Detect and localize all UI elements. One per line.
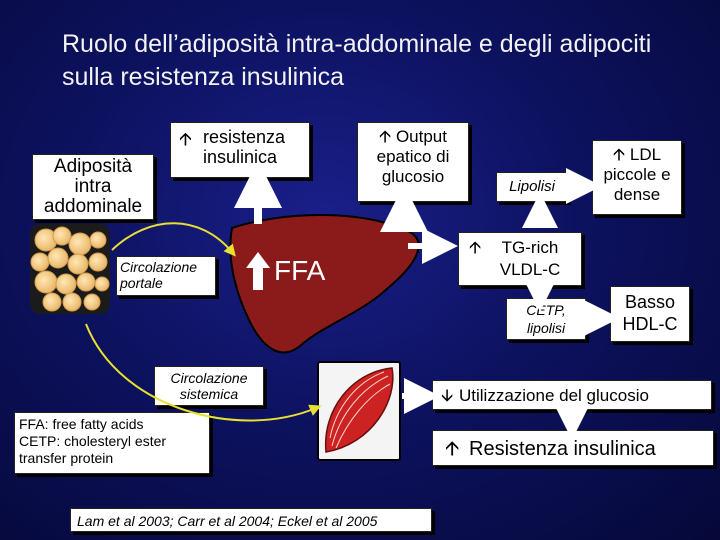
fat-cells-icon bbox=[30, 224, 110, 314]
citations-box: Lam et al 2003; Carr et al 2004; Eckel e… bbox=[70, 508, 432, 532]
utilizzazione-box: 🡫 Utilizzazione del glucosio bbox=[432, 380, 712, 410]
citations-text: Lam et al 2003; Carr et al 2004; Eckel e… bbox=[77, 513, 378, 529]
resistenza-bottom-box: 🡩 Resistenza insulinica bbox=[432, 430, 714, 466]
up-arrow-icon: 🡩 bbox=[445, 438, 460, 460]
lipolisi-box: Lipolisi bbox=[496, 172, 568, 202]
cetp-text: CETP, lipolisi bbox=[526, 302, 566, 336]
cetp-box: CETP, lipolisi bbox=[506, 298, 586, 340]
adiposita-text: Adiposità intra addominale bbox=[43, 156, 143, 217]
hdl-text: Basso HDL-C bbox=[622, 292, 678, 334]
tg-rich-text: TG-rich VLDL-C bbox=[499, 238, 561, 279]
circolazione-portale-text: Circolazione portale bbox=[120, 259, 198, 291]
tg-rich-box: 🡩 TG-rich VLDL-C bbox=[458, 232, 582, 286]
ldl-text: LDL piccole e dense bbox=[603, 145, 671, 204]
ldl-box: 🡩 LDL piccole e dense bbox=[592, 140, 682, 215]
circolazione-sistemica-text: Circolazione sistemica bbox=[170, 370, 248, 402]
legend-cetp: CETP: cholesteryl ester transfer protein bbox=[19, 433, 167, 466]
up-arrow-icon: 🡩 bbox=[469, 238, 482, 257]
lipolisi-text: Lipolisi bbox=[509, 178, 555, 195]
resistenza-text: resistenza insulinica bbox=[203, 127, 286, 167]
resistenza-bottom-text: Resistenza insulinica bbox=[469, 438, 656, 460]
up-arrow-icon: 🡩 bbox=[379, 127, 392, 146]
liver-icon bbox=[229, 214, 420, 354]
output-text: Output epatico di glucosio bbox=[376, 127, 450, 186]
up-arrow-icon: 🡩 bbox=[612, 145, 626, 164]
circolazione-sistemica-box: Circolazione sistemica bbox=[154, 366, 264, 406]
curve-fat-to-liver bbox=[111, 222, 236, 257]
muscle-icon bbox=[317, 361, 401, 461]
up-arrow-icon: 🡩 bbox=[179, 129, 192, 149]
output-box: 🡩 Output epatico di glucosio bbox=[357, 122, 469, 202]
page-title: Ruolo dell’adiposità intra-addominale e … bbox=[62, 30, 652, 91]
resistenza-box: 🡩 resistenza insulinica bbox=[170, 122, 310, 178]
hdl-box: Basso HDL-C bbox=[610, 286, 690, 342]
up-arrow-icon bbox=[246, 252, 270, 290]
ffa-text: FFA bbox=[274, 255, 326, 286]
utilizzazione-text: Utilizzazione del glucosio bbox=[459, 386, 649, 405]
adiposita-label: Adiposità intra addominale bbox=[32, 154, 154, 220]
down-arrow-icon: 🡫 bbox=[441, 386, 454, 405]
legend-box: FFA: free fatty acids CETP: cholesteryl … bbox=[14, 412, 210, 474]
circolazione-portale-box: Circolazione portale bbox=[116, 256, 216, 296]
legend-ffa: FFA: free fatty acids bbox=[19, 416, 144, 432]
